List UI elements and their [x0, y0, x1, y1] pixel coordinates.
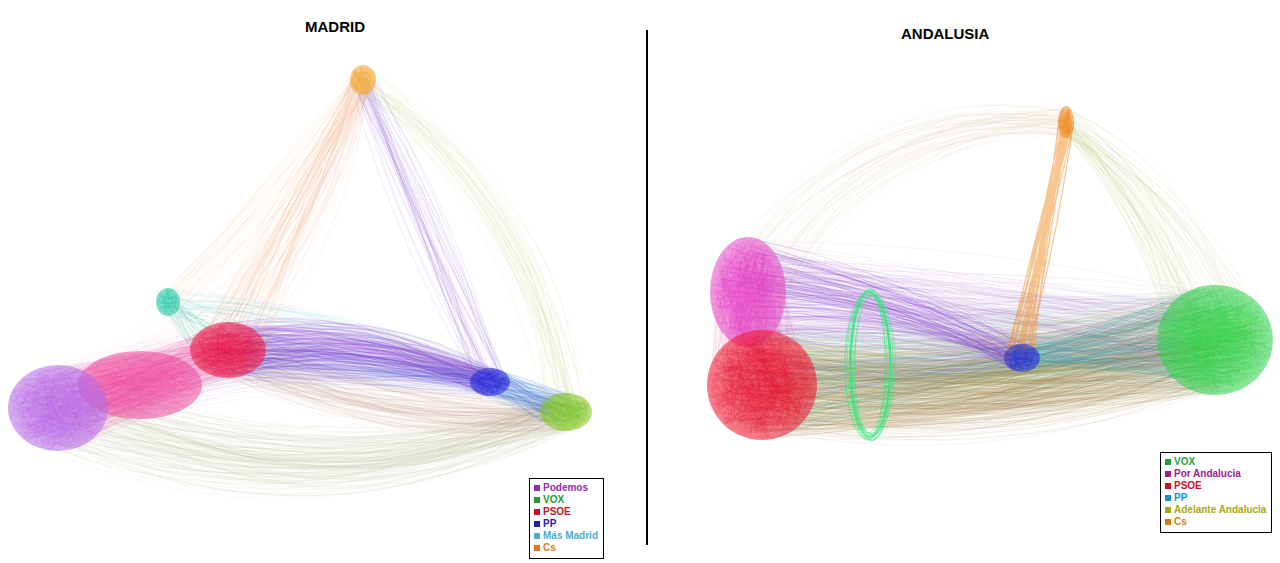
cluster-edges: [9, 366, 108, 450]
legend-swatch: [534, 521, 540, 527]
legend-swatch: [1165, 495, 1171, 501]
community-cluster: [540, 393, 592, 431]
network-clusters: [8, 65, 1273, 451]
community-cluster: [1058, 106, 1074, 138]
legend-swatch: [534, 509, 540, 515]
cluster-edges: [707, 331, 816, 439]
legend-label: Cs: [1174, 516, 1187, 528]
cluster-edges: [1005, 344, 1040, 371]
panel-title: MADRID: [305, 18, 365, 35]
edge-bundle: [470, 368, 591, 430]
legend-swatch: [1165, 483, 1171, 489]
edge-bundle: [9, 323, 265, 450]
legend-entry: PP: [534, 518, 598, 530]
legend-label: VOX: [543, 494, 564, 506]
cluster-edges: [350, 65, 375, 94]
legend-label: PSOE: [1174, 480, 1202, 492]
legend-entry: Podemos: [534, 482, 598, 494]
edge-bundle: [1005, 109, 1073, 368]
edge-bundle: [160, 66, 370, 312]
legend-swatch: [1165, 459, 1171, 465]
community-cluster: [156, 288, 180, 316]
community-cluster: [470, 368, 510, 396]
legend-swatch: [1165, 507, 1171, 513]
legend-label: Podemos: [543, 482, 588, 494]
panel-title: ANDALUSIA: [901, 25, 989, 42]
legend-entry: Adelante Andalucia: [1165, 504, 1266, 516]
edge-bundle: [350, 66, 508, 393]
legend-swatch: [1165, 519, 1171, 525]
legend-label: Por Andalucia: [1174, 468, 1241, 480]
legend-entry: Cs: [534, 542, 598, 554]
cluster-edges: [190, 322, 265, 377]
community-cluster: [707, 330, 817, 440]
legend-swatch: [534, 545, 540, 551]
cluster-edges: [710, 237, 785, 346]
legend-box: PodemosVOXPSOEPPMás MadridCs: [529, 478, 604, 559]
community-cluster: [190, 322, 266, 378]
legend-entry: Más Madrid: [534, 530, 598, 542]
legend-entry: VOX: [1165, 456, 1266, 468]
legend-label: Adelante Andalucia: [1174, 504, 1266, 516]
community-cluster: [710, 237, 786, 347]
loop-bundle: [845, 289, 896, 441]
legend-entry: PSOE: [1165, 480, 1266, 492]
legend-label: VOX: [1174, 456, 1195, 468]
legend-entry: PP: [1165, 492, 1266, 504]
legend-label: PSOE: [543, 506, 571, 518]
legend-swatch: [534, 497, 540, 503]
legend-swatch: [1165, 471, 1171, 477]
legend-box: VOXPor AndaluciaPSOEPPAdelante Andalucia…: [1160, 452, 1272, 533]
community-cluster: [1004, 344, 1040, 372]
community-cluster: [8, 365, 108, 451]
cluster-edges: [1157, 286, 1272, 395]
legend-label: PP: [1174, 492, 1187, 504]
legend-label: Más Madrid: [543, 530, 598, 542]
community-cluster: [350, 65, 376, 95]
panel-divider: [646, 30, 648, 545]
legend-entry: Por Andalucia: [1165, 468, 1266, 480]
legend-entry: Cs: [1165, 516, 1266, 528]
legend-label: Cs: [543, 542, 556, 554]
legend-entry: PSOE: [534, 506, 598, 518]
cluster-edges: [157, 288, 180, 315]
legend-label: PP: [543, 518, 556, 530]
network-edges: [9, 66, 1272, 499]
cluster-edges: [471, 368, 510, 396]
legend-entry: VOX: [534, 494, 598, 506]
cluster-edges: [541, 394, 591, 431]
cluster-edges: [1059, 107, 1074, 137]
legend-swatch: [534, 485, 540, 491]
legend-swatch: [534, 533, 540, 539]
community-cluster: [1157, 285, 1273, 395]
